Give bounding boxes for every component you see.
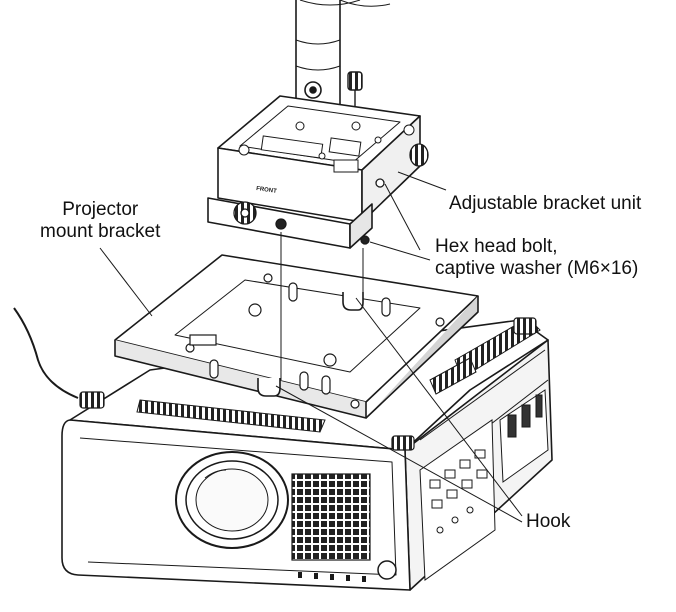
front-mark: FRONT	[256, 186, 278, 195]
adjustable-feet	[79, 317, 537, 451]
side-fins-lower	[429, 357, 477, 395]
hook-notch-rear	[342, 292, 364, 311]
leader-lines	[99, 171, 523, 523]
bracket-holes	[185, 273, 445, 409]
label-projector-mount-bracket: Projector mount bracket	[40, 199, 160, 243]
top-vent	[136, 399, 326, 433]
label-line-1: Projector	[62, 199, 139, 220]
bracket-details	[238, 121, 415, 173]
security-cable	[13, 307, 79, 399]
bracket-knobs	[233, 143, 429, 245]
label-line-2: captive washer (M6×16)	[435, 258, 639, 279]
projector-lens	[175, 451, 289, 549]
terminal-panel	[419, 389, 549, 581]
label-text: Hook	[526, 511, 571, 532]
alignment-guides	[280, 232, 364, 380]
label-hex-head-bolt: Hex head bolt, captive washer (M6×16)	[435, 236, 638, 280]
label-hook: Hook	[526, 511, 570, 533]
hook-notch-front	[257, 378, 281, 397]
mount-bracket-plate	[114, 254, 479, 419]
label-line-2: mount bracket	[40, 221, 161, 242]
adjustable-bracket-unit	[207, 95, 421, 249]
plate-tab	[189, 334, 217, 346]
bottom-marks	[298, 572, 366, 582]
front-vent	[291, 473, 371, 561]
tilt-knob	[347, 71, 363, 110]
label-line-1: Hex head bolt,	[435, 236, 558, 257]
label-adjustable-bracket-unit: Adjustable bracket unit	[449, 193, 641, 215]
front-button	[377, 560, 397, 580]
label-text: Adjustable bracket unit	[449, 193, 642, 214]
